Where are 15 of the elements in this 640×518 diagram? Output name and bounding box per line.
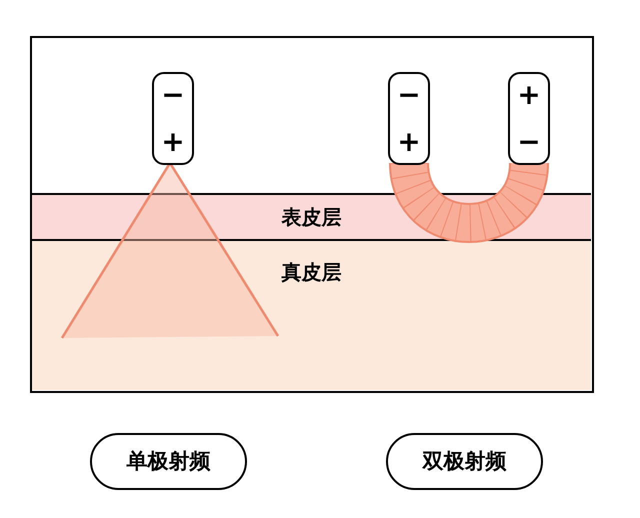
polarity-sign: + (161, 124, 185, 160)
dermis-layer (32, 239, 591, 390)
electrode-box (508, 72, 550, 165)
electrode-box (152, 72, 194, 165)
skin-diagram-frame (30, 36, 594, 393)
polarity-sign: + (397, 124, 421, 160)
electrode-box (388, 72, 430, 165)
layer-label: 表皮层 (282, 204, 342, 231)
polarity-sign: + (517, 77, 541, 113)
mode-label: 单极射频 (126, 448, 210, 475)
mode-label: 双极射频 (422, 448, 506, 475)
polarity-sign: − (397, 77, 421, 113)
layer-label: 真皮层 (282, 259, 342, 286)
polarity-sign: − (161, 77, 185, 113)
polarity-sign: − (517, 124, 541, 160)
